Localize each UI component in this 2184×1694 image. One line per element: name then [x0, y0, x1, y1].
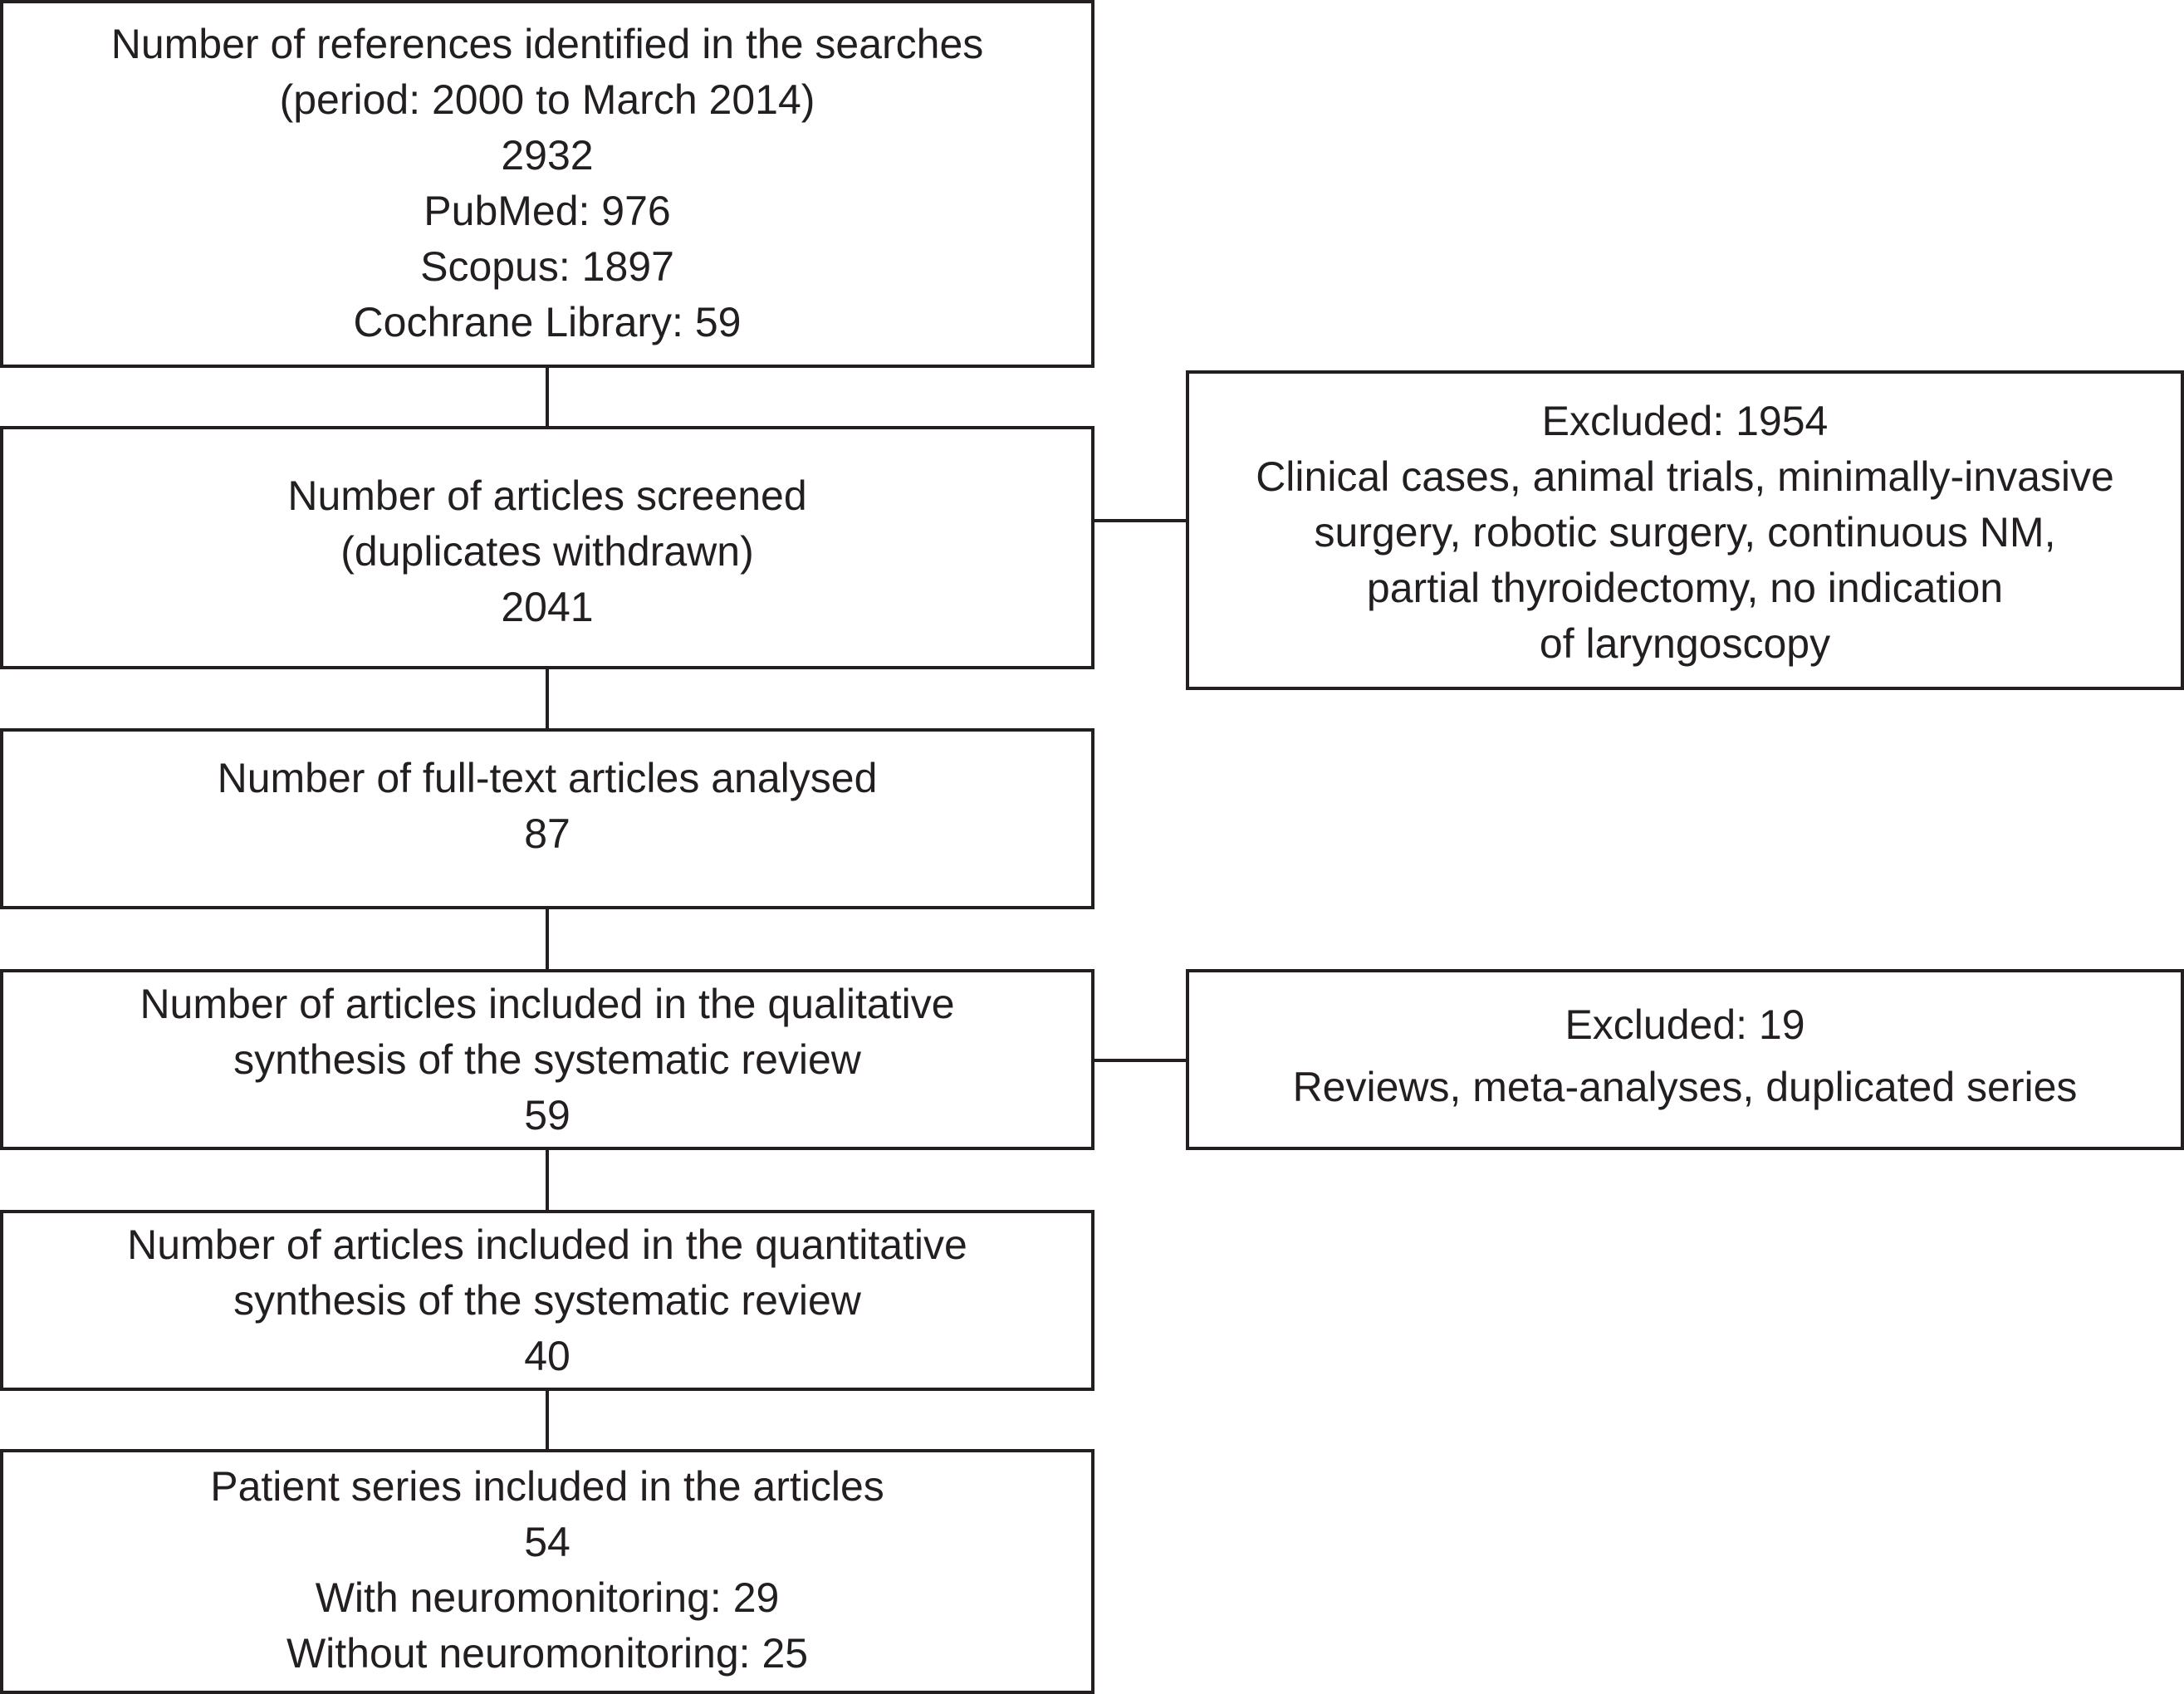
connector-qualitative-to-quantitative	[546, 1150, 549, 1210]
references-scopus: Scopus: 1897	[420, 243, 674, 290]
qualitative-synthesis-count: 59	[524, 1092, 570, 1138]
patient-series-count: 54	[524, 1519, 570, 1565]
quantitative-synthesis-box: Number of articles included in the quant…	[0, 1210, 1094, 1391]
quantitative-synthesis-subheading: synthesis of the systematic review	[233, 1277, 861, 1324]
excluded-1954-reason-4: of laryngoscopy	[1539, 620, 1831, 667]
connector-searches-to-screened	[546, 368, 549, 426]
patient-series-without-nm: Without neuromonitoring: 25	[286, 1630, 809, 1677]
patient-series-with-nm: With neuromonitoring: 29	[315, 1574, 780, 1621]
references-pubmed: PubMed: 976	[424, 188, 671, 234]
excluded-1954-reason-1: Clinical cases, animal trials, minimally…	[1256, 453, 2114, 500]
quantitative-synthesis-heading: Number of articles included in the quant…	[127, 1222, 967, 1268]
references-total: 2932	[501, 132, 594, 179]
fulltext-analysed-box: Number of full-text articles analysed 87	[0, 728, 1094, 909]
excluded-1954-reason-3: partial thyroidectomy, no indication	[1366, 565, 2004, 611]
qualitative-synthesis-heading: Number of articles included in the quali…	[140, 981, 955, 1027]
excluded-1954-heading: Excluded: 1954	[1541, 398, 1829, 444]
fulltext-analysed-heading: Number of full-text articles analysed	[217, 755, 878, 801]
excluded-19-heading: Excluded: 19	[1565, 1001, 1805, 1048]
articles-screened-note: (duplicates withdrawn)	[340, 528, 754, 575]
articles-screened-box: Number of articles screened (duplicates …	[0, 426, 1094, 669]
qualitative-synthesis-box: Number of articles included in the quali…	[0, 969, 1094, 1150]
references-identified-heading: Number of references identified in the s…	[110, 21, 984, 67]
excluded-1954-box: Excluded: 1954 Clinical cases, animal tr…	[1186, 370, 2184, 690]
articles-screened-heading: Number of articles screened	[287, 472, 807, 519]
connector-screened-to-fulltext	[546, 669, 549, 728]
connector-qualitative-to-excluded-2	[1094, 1059, 1186, 1062]
connector-quantitative-to-patients	[546, 1391, 549, 1449]
patient-series-heading: Patient series included in the articles	[210, 1463, 884, 1510]
fulltext-analysed-count: 87	[524, 810, 570, 857]
qualitative-synthesis-subheading: synthesis of the systematic review	[233, 1036, 861, 1083]
excluded-1954-reason-2: surgery, robotic surgery, continuous NM,	[1314, 509, 2056, 556]
connector-screened-to-excluded-1	[1094, 519, 1186, 522]
excluded-19-reasons: Reviews, meta-analyses, duplicated serie…	[1292, 1064, 2078, 1110]
connector-fulltext-to-qualitative	[546, 909, 549, 969]
search-period: (period: 2000 to March 2014)	[279, 76, 815, 123]
references-cochrane: Cochrane Library: 59	[353, 299, 742, 345]
excluded-19-box: Excluded: 19 Reviews, meta-analyses, dup…	[1186, 969, 2184, 1150]
articles-screened-count: 2041	[501, 584, 594, 630]
quantitative-synthesis-count: 40	[524, 1333, 570, 1379]
patient-series-box: Patient series included in the articles …	[0, 1449, 1094, 1694]
references-identified-box: Number of references identified in the s…	[0, 0, 1094, 368]
